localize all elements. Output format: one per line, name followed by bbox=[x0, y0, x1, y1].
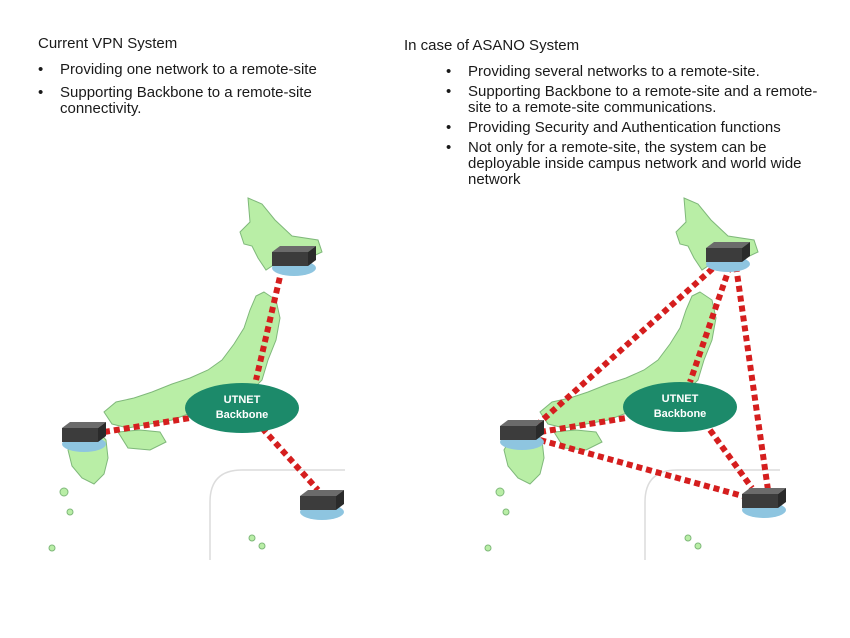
left-backbone-label-1: UTNET bbox=[224, 394, 261, 406]
right-link-west-backbone bbox=[539, 415, 627, 435]
left-inset-frame bbox=[209, 469, 345, 560]
left-bullet-1: Providing one network to a remote-site bbox=[38, 62, 368, 79]
right-bullet-2: Supporting Backbone to a remote-site and… bbox=[446, 84, 824, 116]
left-title: Current VPN System bbox=[38, 35, 178, 52]
right-bullet-1: Providing several networks to a remote-s… bbox=[446, 64, 824, 81]
left-backbone-label-2: Backbone bbox=[216, 409, 269, 421]
left-link-north bbox=[253, 267, 285, 381]
right-router-north-icon bbox=[706, 242, 750, 272]
right-bullet-3: Providing Security and Authentication fu… bbox=[446, 120, 824, 137]
right-bullet-4: Not only for a remote-site, the system c… bbox=[446, 140, 824, 188]
right-link-north-south bbox=[733, 265, 771, 491]
left-backbone-ellipse bbox=[185, 383, 299, 433]
right-description: In case of ASANO System Providing severa… bbox=[404, 38, 824, 192]
right-link-north-west bbox=[536, 259, 722, 427]
left-router-north-icon bbox=[272, 246, 316, 276]
right-link-north-backbone bbox=[687, 265, 733, 383]
right-backbone-label-2: Backbone bbox=[654, 408, 707, 420]
left-description: Current VPN System Providing one network… bbox=[38, 36, 368, 124]
left-bullet-2: Supporting Backbone to a remote-site con… bbox=[38, 85, 368, 117]
right-title: In case of ASANO System bbox=[404, 37, 580, 54]
right-router-south-icon bbox=[742, 488, 786, 518]
left-router-west-icon bbox=[62, 422, 106, 452]
right-bullet-list: Providing several networks to a remote-s… bbox=[446, 64, 824, 188]
left-link-west bbox=[103, 415, 191, 435]
left-bullet-list: Providing one network to a remote-site S… bbox=[38, 62, 368, 117]
right-backbone-ellipse bbox=[623, 382, 737, 432]
right-backbone-label-1: UTNET bbox=[662, 393, 699, 405]
right-inset-frame bbox=[644, 469, 780, 560]
right-link-west-south bbox=[539, 437, 751, 501]
right-router-west-icon bbox=[500, 420, 544, 450]
left-link-south bbox=[259, 425, 321, 493]
left-router-south-icon bbox=[300, 490, 344, 520]
right-link-backbone-south bbox=[707, 428, 755, 490]
